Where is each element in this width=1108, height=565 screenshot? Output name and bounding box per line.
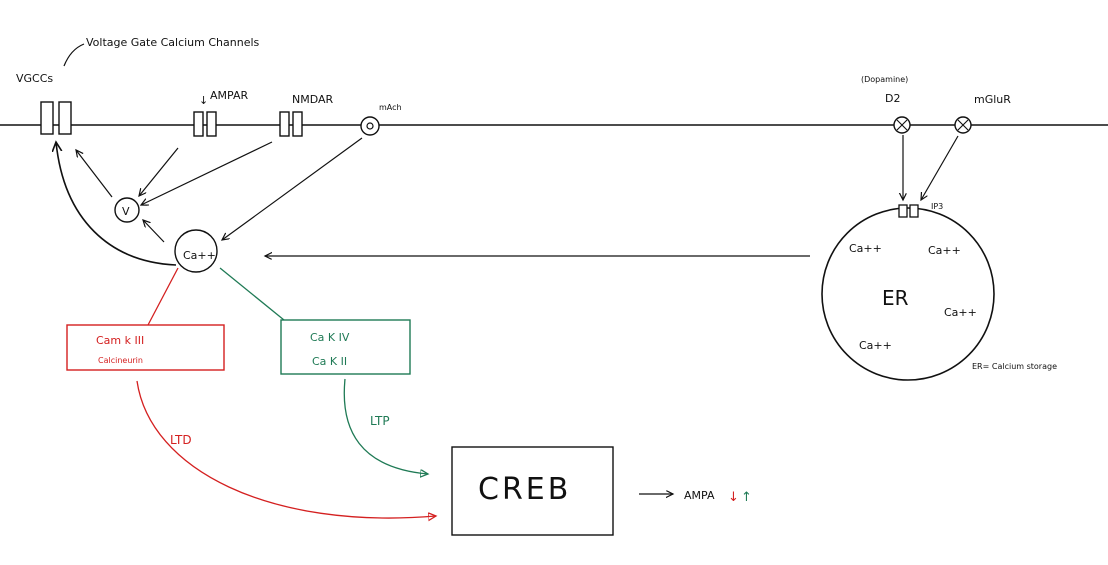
vgcc-title: Voltage Gate Calcium Channels [86,36,260,49]
dopamine-label: (Dopamine) [861,75,908,84]
ltd-label: LTD [170,433,192,447]
arrow-ltd [136,380,436,518]
mach-label: mAch [379,103,402,112]
arrow-ca-to-v [143,220,165,243]
mach-receptor [360,116,380,136]
nmdar-label: NMDAR [292,93,334,106]
camk3-label: Cam k III [96,334,144,347]
svg-text:Ca++: Ca++ [849,242,882,255]
svg-text:Ca++: Ca++ [944,306,977,319]
ampar-label: AMPAR [210,89,248,102]
vgcc-title-pointer [63,43,85,67]
d2-receptor [893,116,911,134]
cak-box [280,319,411,375]
ip3-channel [898,204,919,218]
er-note: ER= Calcium storage [972,362,1057,371]
arrow-ampar-to-v [139,147,179,196]
camk3-box [66,324,225,371]
d2-label: D2 [885,92,900,105]
line-ca-to-camk3 [147,267,179,326]
cak2-label: Ca K II [312,355,347,368]
svg-text:Ca++: Ca++ [859,339,892,352]
cak4-label: Ca K IV [310,331,350,344]
calcium-node: Ca++ [174,229,218,273]
mglur-label: mGluR [974,93,1011,106]
ampa-down-arrow: ↓ [728,490,739,505]
svg-text:V: V [122,205,130,218]
arrow-mglur-to-ip3 [921,135,959,200]
calcineurin-label: Calcineurin [98,356,143,365]
arrow-ca-to-vgcc-curve [56,142,177,266]
creb-label: CREB [478,472,571,507]
ip3-label: IP3 [931,202,943,211]
ampar-down-arrow: ↓ [199,94,208,107]
endoplasmic-reticulum: ER Ca++ Ca++ Ca++ Ca++ [821,207,995,381]
ampar-channel [193,111,217,137]
svg-text:Ca++: Ca++ [183,249,216,262]
mglur-receptor [954,116,972,134]
ampa-result-label: AMPA [684,489,715,502]
svg-text:Ca++: Ca++ [928,244,961,257]
ltp-label: LTP [370,414,390,428]
ampa-up-arrow: ↑ [741,490,752,505]
svg-text:ER: ER [882,286,909,310]
arrow-nmdar-to-v [141,141,273,205]
voltage-node: V [114,197,140,223]
arrow-mach-to-ca [222,137,363,240]
creb-box [451,446,614,536]
arrow-ltp [343,378,428,474]
vgcc-label: VGCCs [16,72,53,85]
arrow-v-to-vgcc [76,150,113,198]
line-ca-to-cak [219,267,285,321]
vgcc-channel [40,101,72,135]
nmdar-channel [279,111,303,137]
